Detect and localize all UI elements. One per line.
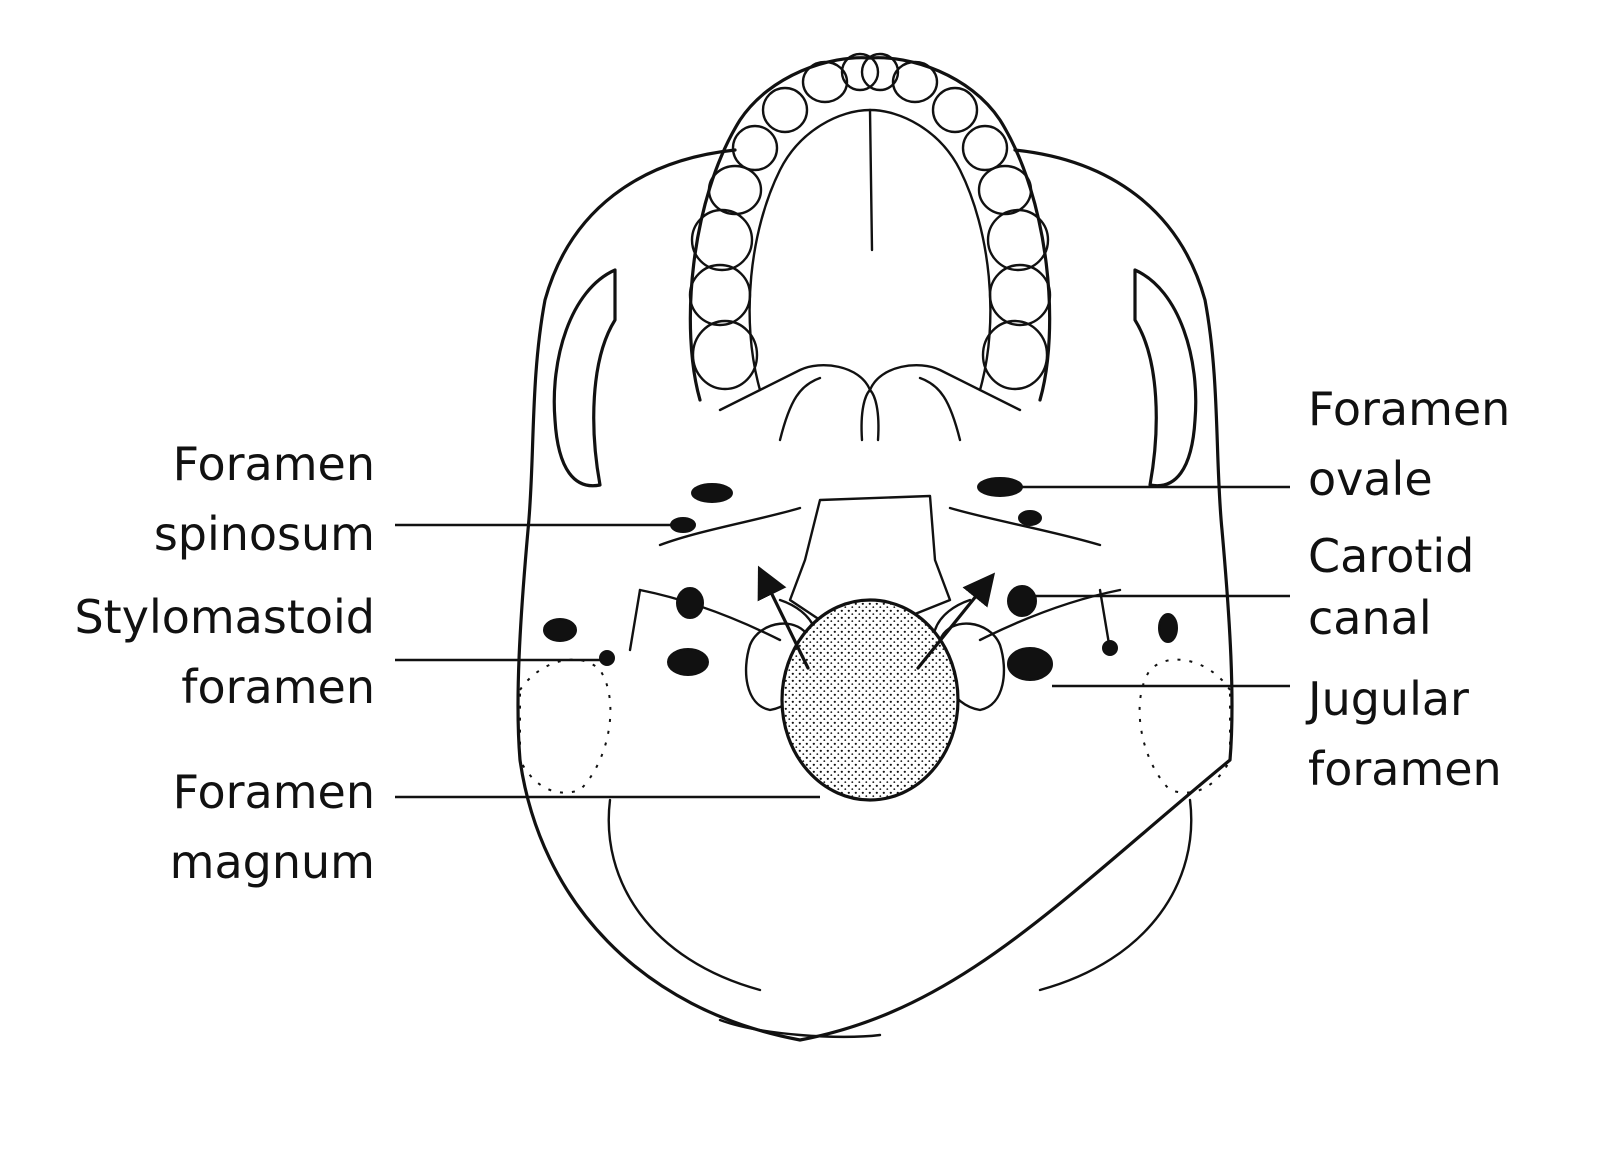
mastoid-foramen-left-shape: [543, 618, 577, 642]
label-foramen-spinosum-line1: Foramen: [173, 437, 375, 491]
label-carotid-canal-line2: canal: [1308, 591, 1432, 645]
arrows: [757, 565, 996, 670]
label-foramen-spinosum-line2: spinosum: [154, 507, 375, 561]
leader-lines: [395, 485, 1290, 799]
stylomastoid-left-shape: [599, 650, 615, 666]
foramen-spinosum-right-shape: [1018, 510, 1042, 526]
jugular-foramen-right-shape: [1007, 647, 1053, 681]
zygomatic-arches: [552, 268, 1198, 488]
label-foramen-ovale-line2: ovale: [1308, 452, 1433, 506]
foramina: [543, 477, 1178, 681]
label-foramen-magnum-line2: magnum: [170, 835, 375, 889]
mastoid-left: [519, 588, 642, 794]
label-foramen-magnum-line1: Foramen: [173, 765, 375, 819]
mastoid-right: [1098, 588, 1231, 794]
label-stylomastoid-foramen-line2: foramen: [181, 660, 375, 714]
label-carotid-canal-line1: Carotid: [1308, 529, 1474, 583]
label-jugular-foramen-line1: Jugular: [1305, 672, 1469, 726]
carotid-canal-left-shape: [676, 587, 704, 619]
foramen-spinosum-left-shape: [670, 517, 696, 533]
teeth-right: [860, 52, 1052, 391]
label-stylomastoid-foramen-line1: Stylomastoid: [74, 590, 375, 644]
stylomastoid-right-shape: [1102, 640, 1118, 656]
upper-dental-arch: [688, 52, 1052, 442]
foramen-ovale-right-shape: [977, 477, 1023, 497]
mastoid-foramen-right-shape: [1158, 613, 1178, 643]
carotid-canal-right-shape: [1007, 585, 1037, 617]
jugular-foramen-left-shape: [667, 648, 709, 676]
teeth-left: [688, 52, 880, 391]
label-foramen-ovale-line1: Foramen: [1308, 382, 1510, 436]
foramen-magnum-shape: [780, 598, 960, 802]
skull-outline: [516, 148, 1234, 1042]
label-jugular-foramen-line2: foramen: [1308, 742, 1502, 796]
foramen-ovale-left-shape: [691, 483, 733, 503]
